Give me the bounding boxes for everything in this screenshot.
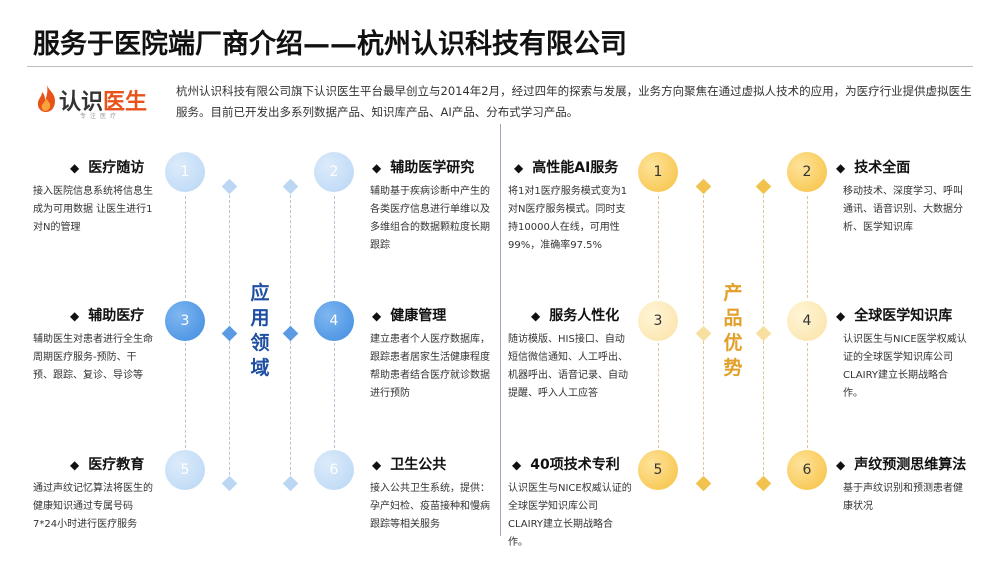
application-section-label: 应 用 领 域 — [250, 282, 270, 379]
diamond-marker — [221, 325, 238, 342]
title-divider — [27, 66, 973, 67]
number-node: 6 — [787, 450, 827, 490]
number-node: 5 — [638, 450, 678, 490]
diamond-bullet-icon: ◆ — [372, 458, 382, 472]
connector-line — [334, 196, 335, 298]
connector-line — [185, 196, 186, 298]
item-description: 认识医生与NICE权威认证的全球医学知识库公司CLAIRY建立长期战略合作。 — [508, 483, 632, 548]
diamond-marker — [282, 178, 299, 195]
item-description: 辅助基于疾病诊断中产生的各类医疗信息进行单维以及多维组合的数据颗粒度长期跟踪 — [370, 186, 490, 251]
diamond-marker — [755, 325, 772, 342]
connector-line — [807, 343, 808, 448]
company-intro: 杭州认识科技有限公司旗下认识医生平台最早创立与2014年2月，经过四年的探索与发… — [176, 84, 972, 119]
diamond-marker — [755, 178, 772, 195]
number-node: 4 — [787, 301, 827, 341]
company-logo: 认识医生 专注医疗 — [34, 82, 164, 122]
diamond-bullet-icon: ◆ — [372, 161, 382, 175]
logo-text-primary: 认识 — [59, 90, 104, 115]
item-description: 移动技术、深度学习、呼叫通讯、语音识别、大数据分析、医学知识库 — [843, 186, 963, 233]
logo-tagline: 专注医疗 — [80, 113, 121, 120]
item-heading: ◆服务人性化 — [531, 308, 620, 324]
connector-line — [185, 343, 186, 448]
flame-logo-icon — [37, 85, 55, 112]
number-node: 1 — [638, 152, 678, 192]
item-description: 建立患者个人医疗数据库，跟踪患者居家生活健康程度 帮助患者结合医疗就诊数据进行预… — [370, 334, 490, 399]
item-heading: ◆声纹预测思维算法 — [836, 457, 967, 473]
item-description: 通过声纹记忆算法将医生的健康知识通过专属号码7*24小时进行医疗服务 — [33, 483, 153, 530]
item-heading: ◆医疗随访 — [70, 160, 145, 176]
item-description: 将1对1医疗服务模式变为1对N医疗服务模式。同时支持10000人在线，可用性99… — [508, 186, 628, 251]
connector-line — [807, 196, 808, 298]
diamond-bullet-icon: ◆ — [70, 161, 80, 175]
diamond-marker — [221, 475, 238, 492]
number-node: 2 — [314, 152, 354, 192]
number-node: 1 — [165, 152, 205, 192]
diamond-marker — [282, 325, 299, 342]
item-description: 接入公共卫生系统，提供：孕产妇检、疫苗接种和慢病跟踪等相关服务 — [370, 483, 490, 530]
item-heading: ◆卫生公共 — [372, 457, 447, 473]
diamond-marker — [755, 475, 772, 492]
diamond-bullet-icon: ◆ — [514, 161, 524, 175]
diamond-bullet-icon: ◆ — [836, 458, 846, 472]
section-divider — [500, 124, 501, 536]
diamond-marker — [695, 475, 712, 492]
item-description: 辅助医生对患者进行全生命周期医疗服务-预防、干预、跟踪、复诊、导诊等 — [33, 334, 153, 381]
number-node: 6 — [314, 450, 354, 490]
diamond-marker — [695, 178, 712, 195]
item-description: 随访模版、HIS接口、自动短信微信通知、人工呼出、机器呼出、语音记录、自动提醒、… — [508, 334, 628, 399]
connector-line — [334, 343, 335, 448]
diamond-bullet-icon: ◆ — [531, 309, 541, 323]
number-node: 4 — [314, 301, 354, 341]
diamond-bullet-icon: ◆ — [372, 309, 382, 323]
item-heading: ◆医疗教育 — [70, 457, 145, 473]
page-title: 服务于医院端厂商介绍——杭州认识科技有限公司 — [33, 29, 627, 60]
diamond-marker — [282, 475, 299, 492]
item-description: 接入医院信息系统将信息生成为可用数据 让医生进行1对N的管理 — [33, 186, 153, 233]
item-heading: ◆健康管理 — [372, 308, 447, 324]
number-node: 3 — [165, 301, 205, 341]
item-heading: ◆技术全面 — [836, 160, 911, 176]
connector-line — [658, 343, 659, 448]
item-heading: ◆40项技术专利 — [512, 457, 620, 473]
diamond-marker — [695, 325, 712, 342]
number-node: 3 — [638, 301, 678, 341]
logo-text-accent: 医生 — [103, 90, 148, 115]
number-node: 2 — [787, 152, 827, 192]
item-heading: ◆高性能AI服务 — [514, 160, 619, 176]
diamond-bullet-icon: ◆ — [836, 161, 846, 175]
connector-line — [658, 196, 659, 298]
item-description: 认识医生与NICE医学权威认证的全球医学知识库公司CLAIRY建立长期战略合作。 — [843, 334, 967, 399]
item-description: 基于声纹识别和预测患者健康状况 — [843, 483, 963, 512]
number-node: 5 — [165, 450, 205, 490]
item-heading: ◆辅助医疗 — [70, 308, 145, 324]
diamond-bullet-icon: ◆ — [70, 309, 80, 323]
item-heading: ◆辅助医学研究 — [372, 160, 475, 176]
diamond-bullet-icon: ◆ — [70, 458, 80, 472]
diamond-marker — [221, 178, 238, 195]
diamond-bullet-icon: ◆ — [836, 309, 846, 323]
item-heading: ◆全球医学知识库 — [836, 308, 953, 324]
advantages-section-label: 产 品 优 势 — [723, 282, 743, 379]
diamond-bullet-icon: ◆ — [512, 458, 522, 472]
